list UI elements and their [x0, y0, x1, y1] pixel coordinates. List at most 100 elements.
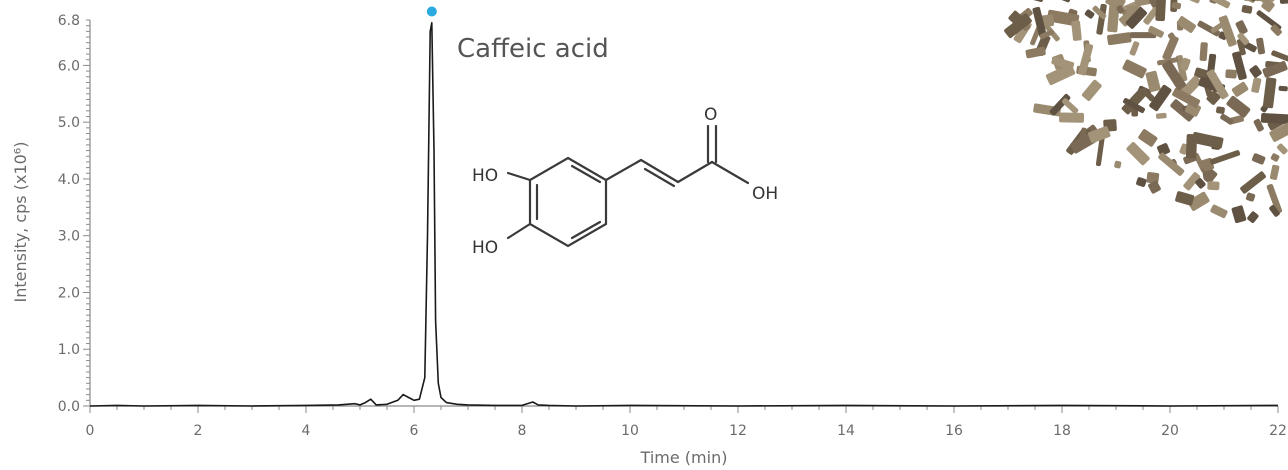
herb-piece: [1187, 191, 1210, 211]
herb-piece: [1059, 112, 1085, 123]
herb-piece: [1237, 32, 1249, 46]
herb-piece: [1271, 50, 1288, 65]
herb-piece: [1088, 126, 1111, 143]
herb-piece: [1175, 191, 1195, 206]
herb-piece: [1039, 29, 1055, 40]
x-tick-label: 16: [945, 423, 963, 439]
herb-piece: [1220, 113, 1234, 125]
x-tick-label: 18: [1053, 423, 1071, 439]
herb-piece: [1277, 143, 1288, 155]
herb-piece: [1183, 172, 1201, 191]
herb-piece: [1207, 181, 1220, 191]
herb-piece: [1261, 0, 1275, 13]
herb-piece: [1232, 51, 1247, 81]
herb-piece: [1235, 20, 1248, 35]
herb-piece: [1278, 85, 1288, 92]
x-tick-label: 12: [729, 423, 747, 439]
herb-piece: [1025, 46, 1046, 59]
y-tick-label: 4.0: [58, 172, 80, 188]
herb-piece: [1231, 81, 1249, 97]
herb-piece: [1162, 60, 1186, 91]
y-tick-label: 6.0: [58, 58, 80, 74]
herb-piece: [1256, 37, 1266, 55]
herb-piece: [1167, 32, 1178, 43]
herb-piece: [1122, 59, 1147, 79]
herb-piece: [1148, 25, 1164, 38]
caffeic-acid-structure: HO HO OH O: [472, 105, 778, 258]
marker-layer: [426, 6, 437, 17]
x-tick-label: 4: [302, 423, 311, 439]
oh-label: OH: [752, 184, 778, 204]
y-axis-title: Intensity, cps (x10⁶): [11, 142, 30, 303]
herb-piece: [1092, 5, 1107, 20]
herb-piece: [1199, 42, 1208, 61]
herb-piece: [1218, 15, 1237, 47]
herb-piece: [1155, 0, 1167, 22]
x-tick-label: 14: [837, 423, 855, 439]
y-tick-label: 1.0: [58, 342, 80, 358]
herb-piece: [1116, 5, 1125, 14]
herb-piece: [1269, 164, 1280, 180]
herb-piece: [1107, 4, 1120, 33]
herb-piece: [1107, 32, 1132, 46]
y-tick-label: 3.0: [58, 229, 80, 245]
herb-piece: [1141, 87, 1155, 102]
herb-piece: [1051, 56, 1075, 70]
herb-piece: [1231, 205, 1247, 224]
herb-piece: [1206, 69, 1229, 100]
y-tick-labels: 0.01.02.03.04.05.06.06.8: [58, 13, 80, 415]
herb-piece: [1032, 6, 1047, 38]
herb-piece: [1062, 98, 1079, 114]
herb-piece: [1078, 43, 1094, 76]
herb-piece: [1171, 2, 1182, 10]
x-axis-title: Time (min): [640, 448, 728, 467]
peak-marker: [426, 6, 437, 17]
herb-piece: [1270, 24, 1282, 36]
herb-piece: [1176, 16, 1196, 33]
herb-piece: [1240, 171, 1266, 194]
herb-piece: [1129, 32, 1157, 39]
x-minor-ticks: [89, 406, 1279, 413]
herb-piece: [1210, 150, 1241, 165]
herb-piece: [1216, 106, 1225, 114]
x-tick-label: 6: [410, 423, 419, 439]
y-tick-label: 5.0: [58, 115, 80, 131]
herb-piece: [1253, 118, 1264, 132]
chromatogram-trace: [89, 21, 1279, 407]
herb-piece: [1081, 79, 1102, 101]
ho-bottom-label: HO: [472, 238, 498, 258]
herb-piece: [1095, 135, 1105, 167]
herb-piece: [1225, 69, 1237, 79]
herb-piece: [1125, 7, 1147, 29]
herb-piece: [1004, 13, 1032, 39]
y-tick-label: 0.0: [58, 399, 80, 415]
x-tick-label: 2: [194, 423, 203, 439]
x-tick-label: 22: [1269, 423, 1287, 439]
herb-piece: [1269, 121, 1288, 142]
herb-piece: [1226, 95, 1251, 118]
herb-piece: [1084, 9, 1095, 19]
herb-piece: [1195, 178, 1206, 189]
herb-piece: [1251, 77, 1262, 93]
herb-piece: [1172, 87, 1201, 108]
herb-piece: [1126, 142, 1150, 166]
herb-piece: [1247, 211, 1259, 223]
series-layer: [89, 21, 1279, 407]
herb-piece: [1155, 112, 1167, 119]
herb-piece: [1134, 0, 1155, 7]
y-minor-ticks: [83, 19, 90, 407]
herb-piece: [1148, 180, 1161, 194]
herb-piece: [1210, 20, 1227, 33]
herb-piece: [1236, 38, 1246, 56]
y-tick-label: 6.8: [58, 13, 80, 29]
herb-piece: [1157, 143, 1171, 156]
peak-annotation: Caffeic acid: [457, 34, 609, 64]
herb-piece: [1143, 7, 1159, 25]
herb-piece: [1241, 4, 1253, 14]
herb-piece: [1138, 129, 1158, 147]
x-tick-label: 8: [518, 423, 527, 439]
herb-piece: [1114, 160, 1122, 169]
x-tick-label: 10: [621, 423, 639, 439]
ho-top-label: HO: [472, 166, 498, 186]
